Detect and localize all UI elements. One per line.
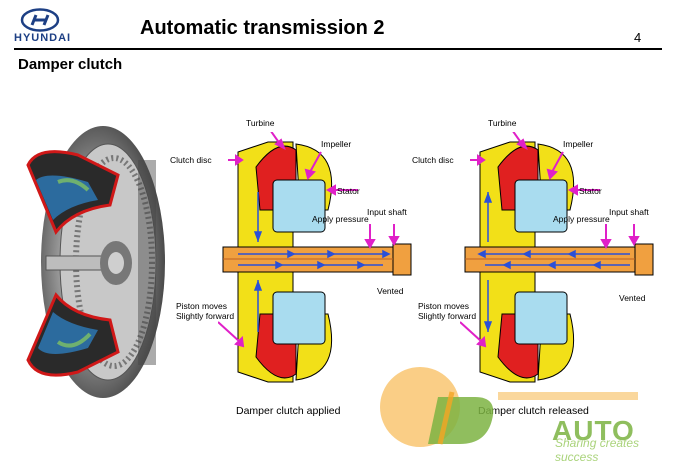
dht-auto-watermark: AUTO Sharing creates success — [380, 362, 679, 464]
label-turbine-left: Turbine — [246, 118, 275, 128]
label-stator-left: Stator — [337, 186, 360, 196]
watermark-tagline: Sharing creates success — [555, 436, 640, 464]
label-vented-right: Vented — [619, 293, 646, 303]
page-number: 4 — [634, 30, 642, 45]
torque-converter-photo — [18, 120, 168, 405]
label-piston-line1-right: Piston moves — [418, 301, 470, 311]
label-vented-left: Vented — [377, 286, 404, 296]
brand-name: HYUNDAI — [14, 32, 72, 44]
label-piston-line2-right: Slightly forward — [418, 311, 477, 321]
hyundai-logo — [20, 8, 60, 34]
label-clutch-disc-left: Clutch disc — [170, 155, 212, 165]
caption-applied: Damper clutch applied — [236, 405, 341, 417]
label-clutch-disc-right: Clutch disc — [412, 155, 454, 165]
section-title: Damper clutch — [18, 56, 123, 73]
label-input-shaft-left: Input shaft — [367, 207, 407, 217]
header-divider — [14, 48, 662, 50]
label-stator-right: Stator — [579, 186, 602, 196]
svg-text:AUTO: AUTO — [552, 415, 635, 446]
label-impeller-right: Impeller — [563, 139, 594, 149]
label-apply-pressure-left: Apply pressure — [312, 214, 369, 224]
diagram-clutch-released — [459, 126, 660, 392]
label-apply-pressure-right: Apply pressure — [553, 214, 610, 224]
page-title: Automatic transmission 2 — [140, 17, 385, 39]
label-input-shaft-right: Input shaft — [609, 207, 649, 217]
diagram-clutch-applied — [217, 126, 418, 392]
label-impeller-left: Impeller — [321, 139, 352, 149]
caption-released: Damper clutch released — [478, 405, 589, 417]
label-piston-line2-left: Slightly forward — [176, 311, 235, 321]
label-piston-line1-left: Piston moves — [176, 301, 228, 311]
label-turbine-right: Turbine — [488, 118, 517, 128]
